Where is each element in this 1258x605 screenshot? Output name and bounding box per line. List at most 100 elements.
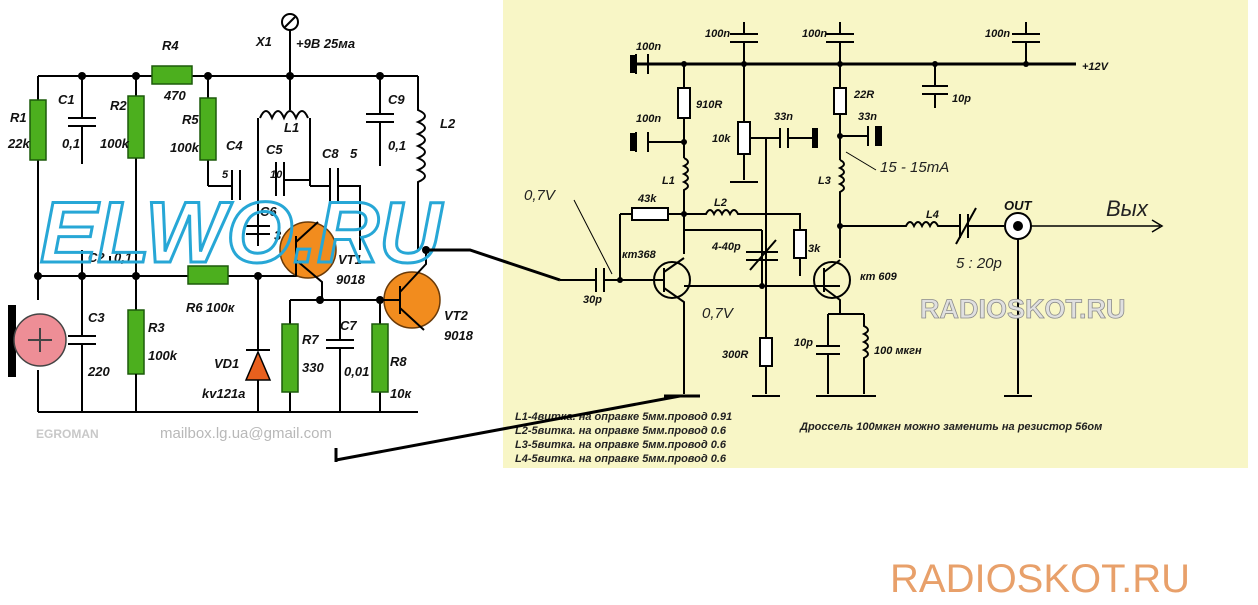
connection-lines — [334, 248, 681, 462]
vt2-value: 9018 — [444, 328, 474, 343]
transistor-vt1 — [279, 221, 337, 279]
r-300-label: 300R — [722, 349, 748, 361]
c1-value: 0,1 — [62, 136, 80, 151]
q1-label: кт368 — [622, 249, 657, 261]
c8-value: 5 — [350, 146, 358, 161]
mid-voltage-note: 0,7V — [702, 305, 735, 322]
r6-value: 100к — [206, 300, 236, 315]
coil-note-line: L3-5витка. на оправке 5мм.провод 0.6 — [515, 439, 727, 451]
right-supply-rail: +12V — [636, 61, 1110, 73]
r1-label: R1 — [10, 110, 27, 125]
current-note: 15 - 15mA — [880, 159, 949, 176]
vt2-label: VT2 — [444, 308, 469, 323]
c1-label: C1 — [58, 92, 75, 107]
vt1-value: 9018 — [336, 272, 366, 287]
c6-label: C6 — [260, 204, 277, 219]
coil-note-line: L1-4витка. на оправке 5мм.провод 0.91 — [515, 411, 732, 423]
output-hand-label: Вых — [1106, 196, 1149, 221]
r4-value: 470 — [163, 88, 186, 103]
coil-note-line: L4-5витка. на оправке 5мм.провод 0.6 — [515, 453, 727, 465]
c7-label: C7 — [340, 318, 357, 333]
cap-100n-label: 100n — [636, 113, 661, 125]
r2-value: 100k — [100, 136, 130, 151]
out-label: OUT — [1004, 198, 1033, 213]
q1-stage: 910R L1 43k кт368 30p — [560, 64, 722, 398]
r-10k-label: 10k — [712, 133, 731, 145]
c-trim-label: 5 : 20p — [956, 255, 1002, 272]
coil-note-line: L2-5витка. на оправке 5мм.провод 0.6 — [515, 425, 727, 437]
left-schematic: X1 +9В 25ма R1 22k C1 0,1 R2 100k R4 470… — [7, 13, 474, 442]
c9-value: 0,1 — [388, 138, 406, 153]
l1-label: L1 — [284, 120, 299, 135]
c5-value: 10 — [270, 169, 283, 181]
r8-value: 10к — [390, 386, 412, 401]
c5-label: C5 — [266, 142, 283, 157]
right-schematic: +12V 100n 100n 100n 100n 100n 91 — [503, 0, 1248, 468]
email-address: mailbox.lg.ua@gmail.com — [160, 425, 332, 442]
q2-stage: 22R 33n L3 кт 609 10p 100 мкгн 10p — [794, 64, 971, 397]
c6-value: 3 — [274, 228, 282, 243]
c2-value: 0,1 — [114, 250, 132, 265]
vt1-label: VT1 — [338, 252, 362, 267]
footer-brand: RADIOSKOT.RU — [890, 557, 1190, 601]
c-33n-label: 33n — [858, 111, 877, 123]
author-signature: EGROMAN — [36, 427, 99, 441]
left-decoupling-caps: 100n 100n — [630, 41, 684, 152]
r3-label: R3 — [148, 320, 165, 335]
supply-label: +12V — [1082, 61, 1110, 73]
output-stage: L4 5 : 20p OUT Вых — [840, 196, 1164, 397]
r-43k-label: 43k — [637, 193, 657, 205]
c-10p-label: 10p — [952, 93, 971, 105]
x1-label: X1 — [255, 34, 272, 49]
cap-100n-label: 100n — [985, 28, 1010, 40]
input-voltage-note: 0,7V — [524, 187, 557, 204]
c4-value: 5 — [222, 169, 229, 181]
l2-label: L2 — [440, 116, 456, 131]
l4-label: L4 — [926, 209, 939, 221]
r5-value: 100k — [170, 140, 200, 155]
c-33n-label: 33n — [774, 111, 793, 123]
q2-label: кт 609 — [860, 271, 898, 283]
cap-100n-label: 100n — [802, 28, 827, 40]
r1-value: 22k — [7, 136, 30, 151]
coil-notes: L1-4витка. на оправке 5мм.провод 0.91 L2… — [515, 411, 1102, 465]
c7-value: 0,01 — [344, 364, 369, 379]
l3-label: L3 — [818, 175, 831, 187]
c9-label: C9 — [388, 92, 405, 107]
r8-label: R8 — [390, 354, 407, 369]
vd1-value: kv121a — [202, 386, 245, 401]
c-30p-label: 30p — [583, 294, 602, 306]
l1-label: L1 — [662, 175, 675, 187]
hand-notes: 0,7V 0,7V 15 - 15mA — [524, 151, 949, 322]
left-watermark: ELWO.RU — [40, 185, 443, 281]
r7-label: R7 — [302, 332, 319, 347]
r6-label: R6 — [186, 300, 203, 315]
c-4-40-label: 4-40p — [711, 241, 741, 253]
cap-100n-label: 100n — [705, 28, 730, 40]
c3-value: 220 — [87, 364, 110, 379]
c8-label: C8 — [322, 146, 339, 161]
r-3k-label: 3k — [808, 243, 821, 255]
r-910-label: 910R — [696, 99, 722, 111]
l2-tuning: L2 3k 4-40p 300R — [684, 197, 840, 397]
top-decoupling-caps: 100n 100n 100n — [705, 22, 1040, 64]
c4-label: C4 — [226, 138, 243, 153]
right-background — [503, 0, 1248, 468]
c3-label: C3 — [88, 310, 105, 325]
l2-label: L2 — [714, 197, 727, 209]
bias-network: 10k 33n — [712, 64, 818, 286]
right-watermark: RADIOSKOT.RU — [920, 294, 1126, 324]
c2-label: C2 — [88, 250, 105, 265]
r5-label: R5 — [182, 112, 199, 127]
supply-voltage-label: +9В 25ма — [296, 36, 355, 51]
r7-value: 330 — [302, 360, 324, 375]
r2-label: R2 — [110, 98, 127, 113]
r-22-label: 22R — [853, 89, 874, 101]
l-choke-label: 100 мкгн — [874, 345, 922, 357]
cap-100n-label: 100n — [636, 41, 661, 53]
choke-note: Дроссель 100мкгн можно заменить на резис… — [799, 421, 1102, 433]
r4-label: R4 — [162, 38, 179, 53]
c-10p-label: 10p — [794, 337, 813, 349]
vd1-label: VD1 — [214, 356, 239, 371]
